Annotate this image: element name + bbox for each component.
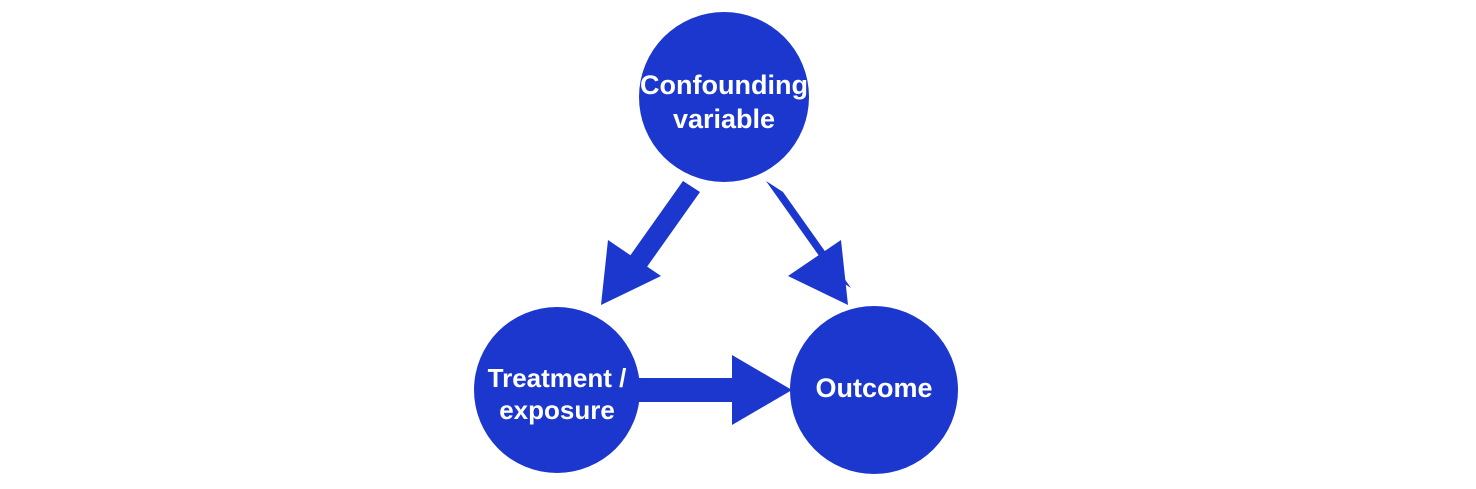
- node-label-line-2: variable: [673, 104, 775, 134]
- arrow-head: [732, 355, 792, 425]
- node-circle[interactable]: [790, 306, 958, 474]
- confounding-variable-node[interactable]: Confounding variable: [639, 12, 809, 182]
- node-label-line-1: Treatment /: [488, 363, 627, 393]
- treatment-exposure-node[interactable]: Treatment / exposure: [474, 307, 640, 473]
- arrow-shaft: [630, 378, 732, 402]
- node-label-line-1: Outcome: [815, 373, 932, 403]
- node-label-line-1: Confounding: [640, 70, 808, 100]
- outcome-node[interactable]: Outcome: [790, 306, 958, 474]
- node-label-line-2: exposure: [499, 395, 615, 425]
- node-circle[interactable]: [474, 307, 640, 473]
- arrow-head: [788, 240, 848, 305]
- arrow-treatment-to-outcome: [630, 355, 792, 425]
- node-circle[interactable]: [639, 12, 809, 182]
- arrow-confounder-to-treatment: [601, 181, 700, 305]
- arrow-confounder-to-outcome: [766, 181, 851, 305]
- arrow-head: [601, 240, 661, 305]
